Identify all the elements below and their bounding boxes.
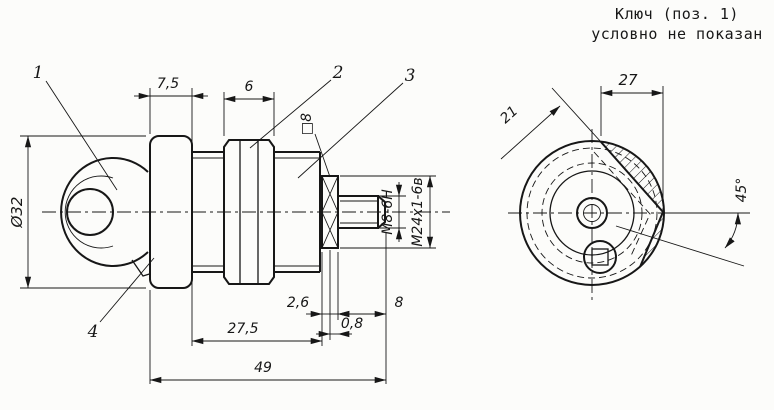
dim-stud-thread: М8-6Н	[379, 182, 406, 242]
extension-line	[615, 225, 745, 267]
lock-hole-circle	[583, 240, 617, 274]
callout-3: 3	[297, 66, 416, 179]
dim-square: □8	[299, 113, 331, 178]
drawing-note: Ключ (поз. 1) условно не показан	[591, 5, 763, 43]
note-line-1: Ключ (поз. 1)	[615, 5, 739, 23]
chamfer-hatch-region	[601, 142, 664, 267]
dim-text-gap: 0,8	[341, 316, 363, 332]
dim-text-stud-length: 8	[395, 295, 404, 311]
extension-line	[551, 87, 602, 143]
dim-chamfer-angle: 45°	[615, 178, 750, 267]
eye-head-inner-arc	[64, 175, 114, 249]
dim-nut-width: 6	[223, 79, 275, 136]
callout-1: 1	[33, 63, 118, 191]
dim-text-flange-width: 7,5	[157, 76, 179, 92]
dim-main-thread: М24х1-6в	[340, 175, 436, 249]
dim-text-body-length: 27,5	[227, 321, 258, 337]
callout-number-4: 4	[87, 322, 99, 342]
dim-text-chamfer-angle: 45°	[734, 178, 750, 203]
callout-number-3: 3	[405, 66, 416, 86]
dim-across-flats: 27	[600, 71, 664, 206]
angle-arc	[724, 212, 741, 249]
dim-total-length: 49	[149, 290, 387, 384]
dim-gap: 0,8	[316, 250, 363, 340]
dim-text-stud-thread: М8-6Н	[380, 189, 396, 235]
end-view-part	[508, 129, 678, 300]
dim-flange-width: 7,5	[134, 76, 208, 146]
callout-number-2: 2	[332, 63, 344, 83]
dim-head-dia: Ø32	[8, 135, 146, 289]
callout-4: 4	[87, 257, 155, 342]
dim-text-head-dia: Ø32	[8, 197, 26, 229]
dimension-line	[500, 105, 561, 160]
hex-flat-edges	[600, 141, 665, 268]
side-view-part	[42, 135, 450, 289]
end-view: 27 21 45°	[497, 71, 750, 300]
dim-text-flat-size: 21	[497, 103, 521, 127]
callout-2: 2	[249, 63, 344, 149]
dim-text-total-length: 49	[254, 360, 272, 376]
side-view: Ø32 7,5 6 □8 М	[8, 63, 450, 384]
dim-text-nut-width: 6	[245, 79, 254, 95]
dim-text-square: □8	[299, 113, 315, 135]
dim-text-main-thread: М24х1-6в	[410, 177, 426, 246]
dim-stud-length: 8	[337, 232, 404, 384]
callout-number-1: 1	[33, 63, 44, 83]
leader-line	[249, 79, 332, 149]
dim-text-washer-thickness: 2,6	[287, 295, 309, 311]
chamfer-dashed-edge	[593, 151, 651, 259]
leader-line	[297, 82, 404, 179]
flat-surface-cross-marks	[321, 175, 339, 249]
leader-line	[99, 257, 155, 323]
note-line-2: условно не показан	[591, 25, 763, 43]
dim-text-across-flats: 27	[618, 71, 638, 89]
leader-line	[45, 80, 118, 191]
dim-body-length: 27,5	[191, 276, 323, 346]
dim-washer-thickness: 2,6	[287, 252, 354, 346]
